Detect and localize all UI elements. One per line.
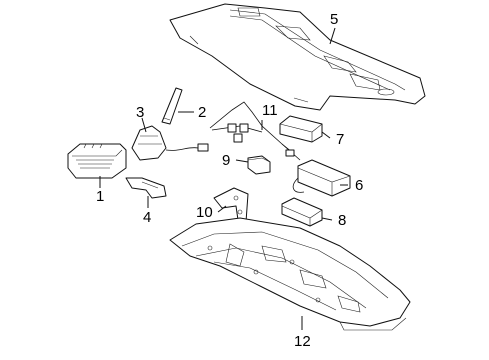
callout-labels: 1 2 3 4 5 6 7 8 9 10 11 12 <box>96 11 363 350</box>
part-3-antenna-base <box>131 125 209 161</box>
callout-12: 12 <box>294 333 311 350</box>
part-4-bracket <box>125 177 167 199</box>
part-1-module <box>67 143 127 179</box>
part-8-unit <box>281 197 323 227</box>
part-10-bracket <box>213 187 249 223</box>
leader-8 <box>321 217 333 221</box>
part-5-upper-panel <box>169 3 426 111</box>
leader-lines <box>99 27 348 330</box>
part-11-harness <box>209 101 301 161</box>
callout-2: 2 <box>198 104 206 121</box>
part-12-floor-pan <box>169 217 411 331</box>
part-9-relay <box>247 155 271 175</box>
callout-11: 11 <box>262 102 278 119</box>
callout-3: 3 <box>136 104 144 121</box>
callout-7: 7 <box>336 131 344 148</box>
callout-5: 5 <box>330 11 338 28</box>
callout-1: 1 <box>96 188 104 205</box>
part-6-unit <box>292 159 351 197</box>
leader-3 <box>141 117 147 133</box>
callout-6: 6 <box>355 177 363 194</box>
part-2-antenna-rod <box>161 87 183 125</box>
leader-10 <box>217 205 227 213</box>
leader-7 <box>321 131 331 139</box>
callout-9: 9 <box>222 152 230 169</box>
part-7-control-unit <box>279 115 323 143</box>
callout-4: 4 <box>143 209 151 226</box>
leader-5 <box>329 27 336 45</box>
leader-9 <box>235 159 249 163</box>
callout-10: 10 <box>196 204 213 221</box>
callout-8: 8 <box>338 212 346 229</box>
